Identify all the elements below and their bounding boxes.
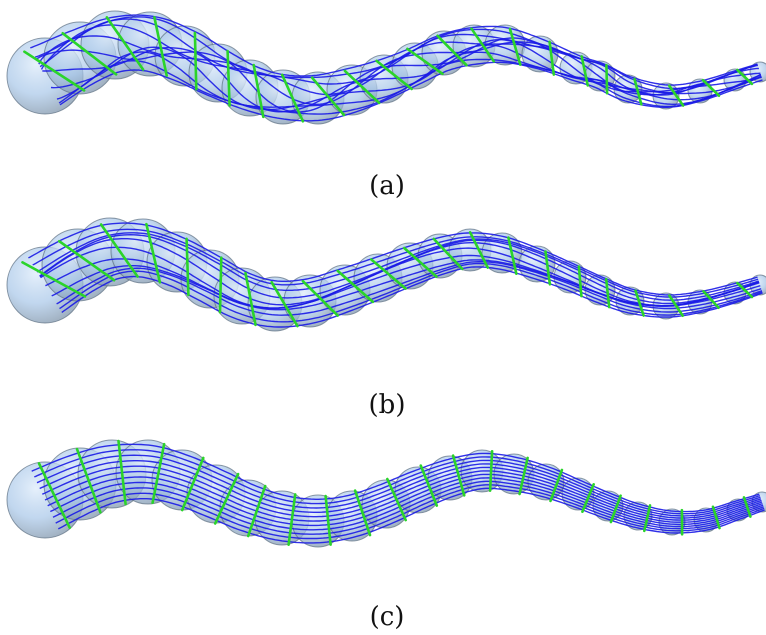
sweep-curve-c-4	[39, 460, 762, 519]
sweep-curve-a-7	[42, 39, 762, 113]
rib-a-13	[436, 34, 468, 67]
rib-c-11	[385, 477, 408, 522]
rib-b-21	[702, 290, 720, 310]
rib-b-4	[145, 222, 162, 284]
rib-a-5	[193, 31, 198, 91]
rib-c-22	[742, 496, 752, 518]
rib-b-19	[634, 289, 645, 317]
sweep-curve-c-8	[50, 477, 764, 531]
rib-a-11	[375, 59, 414, 91]
rib-b-3	[99, 223, 139, 278]
sweep-curve-c-2	[34, 449, 761, 515]
sweep-curve-c-3	[36, 454, 761, 517]
rib-b-20	[668, 294, 685, 318]
rib-b-2	[57, 239, 116, 282]
rib-b-22	[736, 281, 754, 299]
rib-b-11	[369, 258, 407, 290]
rib-b-18	[604, 277, 611, 309]
sweep-curve-c-9	[52, 480, 764, 535]
panel-b-caption: (b)	[369, 390, 406, 420]
sweep-curve-c-6	[44, 470, 763, 523]
rib-a-22	[736, 68, 754, 86]
rib-b-14	[468, 231, 490, 269]
sweep-curve-b-3	[36, 232, 759, 301]
rib-c-5	[180, 456, 205, 512]
sweep-curve-b-2	[32, 228, 759, 298]
rib-b-13	[432, 237, 464, 271]
rib-a-12	[406, 47, 444, 76]
rib-a-7	[252, 63, 265, 119]
sweep-curve-b-5	[39, 238, 760, 307]
panel-c-caption: (c)	[370, 602, 405, 632]
rib-a-2	[61, 31, 118, 76]
rib-b-1	[21, 261, 87, 298]
rib-c-1	[37, 462, 71, 530]
rib-a-1	[23, 50, 86, 92]
rib-b-17	[577, 265, 583, 298]
panel-a	[6, 10, 766, 125]
rib-a-10	[343, 69, 381, 105]
rib-a-3	[105, 16, 145, 71]
rib-a-6	[226, 49, 231, 107]
sweep-curve-a-3	[39, 18, 759, 94]
rib-b-9	[301, 279, 340, 317]
rib-c-21	[711, 505, 721, 530]
rib-c-7	[246, 484, 267, 538]
rib-c-17	[581, 482, 596, 514]
rib-a-9	[310, 76, 346, 117]
rib-c-13	[451, 454, 466, 497]
rib-c-12	[419, 464, 439, 507]
rib-a-21	[701, 78, 721, 97]
rib-b-5	[185, 237, 190, 297]
rib-c-10	[353, 489, 372, 537]
rib-b-6	[218, 256, 223, 314]
rib-a-14	[470, 27, 496, 63]
panel-c	[6, 439, 766, 548]
rib-a-17	[580, 55, 590, 87]
rib-c-8	[287, 493, 297, 547]
sweep-curve-c-11	[58, 487, 765, 544]
rib-c-9	[324, 494, 332, 546]
sweep-curve-b-7	[45, 254, 761, 309]
sweep-curve-a-6	[35, 37, 762, 113]
rib-a-15	[508, 27, 522, 66]
rib-c-16	[549, 468, 564, 503]
rib-a-8	[280, 73, 305, 123]
sweep-curve-c-1	[31, 443, 760, 513]
rib-c-3	[117, 439, 127, 506]
panel-a-caption: (a)	[369, 171, 405, 201]
rib-a-4	[153, 15, 168, 77]
sweep-curve-c-5	[42, 465, 762, 521]
rib-c-14	[488, 449, 494, 493]
rib-c-6	[213, 472, 240, 525]
sweep-curve-b-11	[61, 266, 763, 328]
rib-c-15	[518, 456, 529, 496]
rib-b-7	[244, 271, 257, 327]
sweep-curve-a-8	[50, 44, 762, 111]
rib-b-8	[270, 280, 299, 328]
rib-b-12	[402, 246, 438, 278]
panel-b	[6, 217, 766, 332]
sweep-curve-c-7	[47, 473, 763, 527]
rib-c-18	[609, 494, 622, 524]
rib-a-18	[605, 63, 609, 95]
rib-b-10	[336, 269, 375, 304]
rib-a-20	[667, 84, 685, 107]
rib-a-19	[633, 77, 643, 106]
rib-b-15	[507, 236, 518, 276]
rib-c-4	[151, 442, 166, 505]
rib-a-16	[548, 40, 556, 76]
sweep-curve-a-11	[59, 61, 763, 122]
sweep-curve-c-10	[55, 484, 765, 540]
rib-b-16	[544, 250, 552, 286]
rib-c-19	[642, 504, 652, 533]
rib-c-2	[75, 447, 102, 514]
